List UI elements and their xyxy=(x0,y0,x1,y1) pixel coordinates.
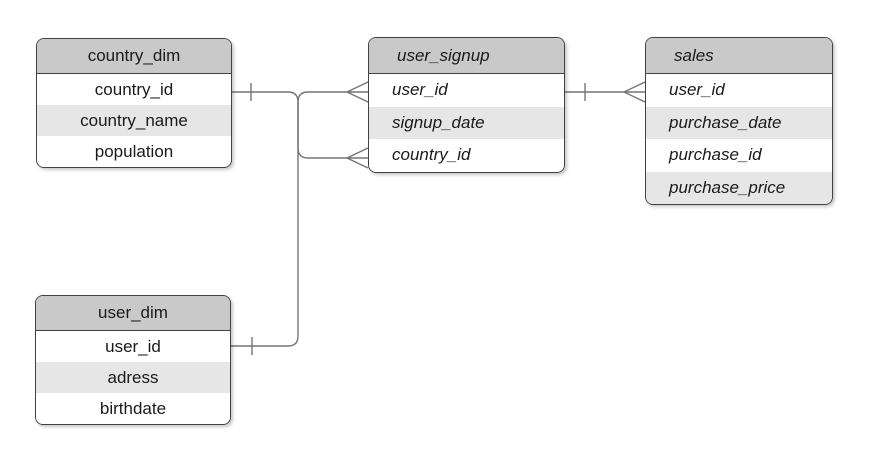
row-sales-user-id[interactable]: user_id xyxy=(646,74,832,107)
table-header-country-dim[interactable]: country_dim xyxy=(37,39,231,74)
row-user-dim-user-id[interactable]: user_id xyxy=(36,331,230,362)
connector-line[interactable] xyxy=(232,91,368,159)
row-user-signup-user-id[interactable]: user_id xyxy=(369,74,564,107)
connector-line[interactable] xyxy=(231,91,368,347)
table-user-dim[interactable]: user_dim user_id adress birthdate xyxy=(35,295,231,425)
row-sales-purchase-price[interactable]: purchase_price xyxy=(646,171,832,204)
table-country-dim[interactable]: country_dim country_id country_name popu… xyxy=(36,38,232,168)
row-user-signup-country-id[interactable]: country_id xyxy=(369,139,564,172)
table-header-user-dim[interactable]: user_dim xyxy=(36,296,230,331)
row-user-dim-adress[interactable]: adress xyxy=(36,362,230,393)
crow-foot-many-icon xyxy=(623,81,646,103)
table-user-signup[interactable]: user_signup user_id signup_date country_… xyxy=(368,37,565,173)
relationship-user-dim-to-user-signup[interactable] xyxy=(231,81,369,355)
table-sales[interactable]: sales user_id purchase_date purchase_id … xyxy=(645,37,833,205)
row-sales-purchase-date[interactable]: purchase_date xyxy=(646,106,832,139)
crow-foot-many-icon xyxy=(346,147,369,169)
row-country-dim-country-name[interactable]: country_name xyxy=(37,105,231,136)
table-header-user-signup[interactable]: user_signup xyxy=(369,38,564,74)
row-user-signup-signup-date[interactable]: signup_date xyxy=(369,106,564,139)
table-header-sales[interactable]: sales xyxy=(646,38,832,74)
row-country-dim-country-id[interactable]: country_id xyxy=(37,74,231,105)
row-sales-purchase-id[interactable]: purchase_id xyxy=(646,139,832,172)
row-country-dim-population[interactable]: population xyxy=(37,136,231,167)
crow-foot-many-icon xyxy=(346,81,369,103)
relationship-user-signup-to-sales[interactable] xyxy=(565,81,646,103)
row-user-dim-birthdate[interactable]: birthdate xyxy=(36,393,230,424)
